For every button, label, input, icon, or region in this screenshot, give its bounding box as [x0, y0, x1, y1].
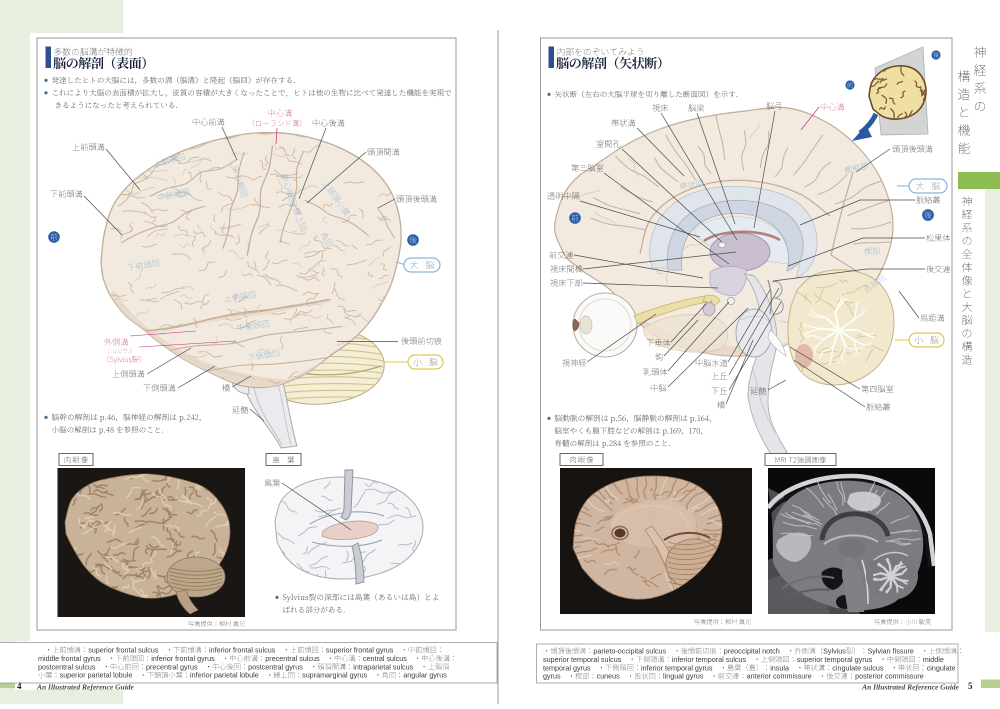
svg-text:cuneus: cuneus — [597, 672, 621, 681]
svg-text:gyrus: gyrus — [543, 672, 561, 681]
svg-text:cingulate: cingulate — [927, 663, 956, 672]
svg-text:anterior commissure: anterior commissure — [747, 672, 812, 681]
svg-text:supramarginal gyrus: supramarginal gyrus — [302, 671, 368, 680]
svg-text:Sylvian fissure: Sylvian fissure — [868, 647, 914, 656]
svg-text:4: 4 — [17, 681, 22, 691]
svg-text:posterior commissure: posterior commissure — [855, 672, 924, 681]
svg-text:5: 5 — [968, 681, 973, 691]
svg-text:An Illustrated Reference Guide: An Illustrated Reference Guide — [861, 683, 960, 692]
svg-text:angular gyrus: angular gyrus — [403, 671, 447, 680]
svg-text:superior parietal lobule: superior parietal lobule — [60, 671, 133, 680]
svg-text:lingual gyrus: lingual gyrus — [663, 672, 704, 681]
svg-text:inferior parietal lobule: inferior parietal lobule — [190, 671, 259, 680]
svg-text:An Illustrated Reference Guide: An Illustrated Reference Guide — [36, 683, 135, 692]
